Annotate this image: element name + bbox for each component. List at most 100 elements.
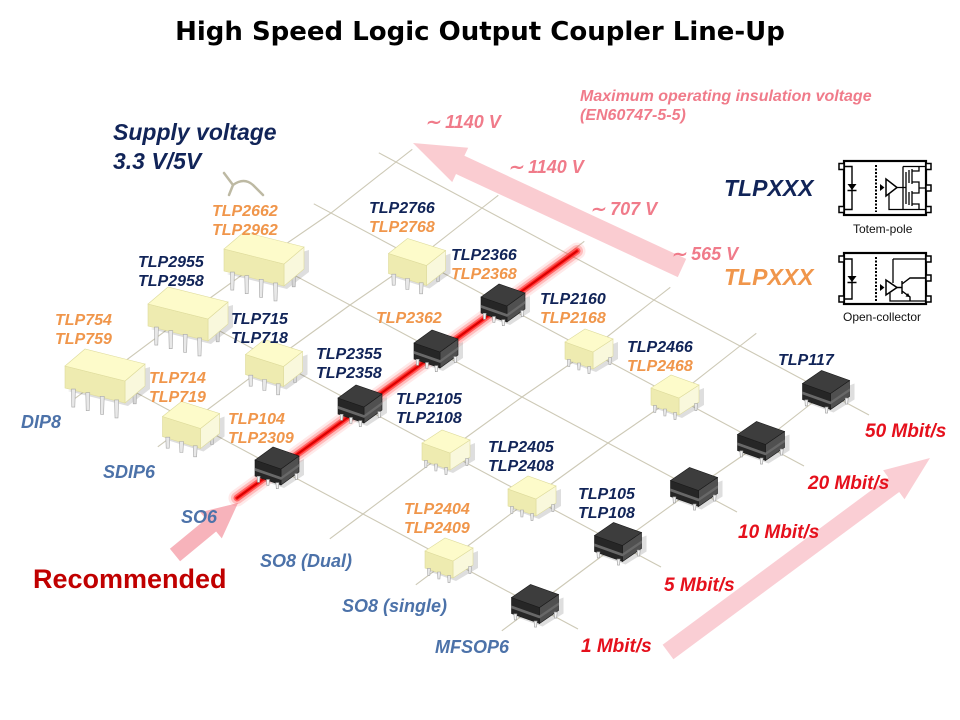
chip-top-face bbox=[669, 467, 719, 491]
chip-mold-line bbox=[594, 540, 642, 557]
chip-lead bbox=[567, 359, 571, 367]
chip-lead bbox=[266, 479, 270, 486]
chip-mold-line bbox=[802, 388, 850, 405]
chip-lead bbox=[85, 392, 91, 412]
chip-top-face bbox=[424, 537, 474, 562]
chip-lead bbox=[636, 549, 641, 557]
recommended-label: Recommended bbox=[33, 564, 227, 594]
part-label-so6-1mbps: TLP104 TLP2309 bbox=[228, 411, 294, 448]
part-label-sdip6-1mbps: TLP714 TLP719 bbox=[149, 370, 206, 407]
chip-tlp2662 bbox=[223, 231, 309, 302]
speed-label-20mbps: 20 Mbit/s bbox=[808, 473, 890, 494]
chip-layer bbox=[64, 231, 855, 628]
package-label-so6: SO6 bbox=[181, 507, 218, 527]
chip-lead bbox=[587, 366, 591, 374]
chip-lead bbox=[275, 482, 280, 490]
part-number: TLP2962 bbox=[212, 221, 278, 239]
chip-top-face bbox=[254, 446, 300, 470]
chip-lead bbox=[551, 504, 555, 512]
chip-tlp105 bbox=[593, 522, 647, 566]
chip-lead bbox=[154, 326, 159, 346]
chip-lead bbox=[453, 356, 458, 363]
insulation-level: ∼ 1140 V bbox=[508, 157, 584, 177]
speed-gridline bbox=[246, 249, 738, 513]
speed-label-1mbps: 1 Mbit/s bbox=[581, 636, 652, 657]
speed-label-5mbps: 5 Mbit/s bbox=[664, 575, 735, 596]
chip-mold-line bbox=[737, 439, 785, 456]
chip-lead bbox=[804, 399, 809, 407]
chip-lead bbox=[434, 365, 439, 373]
chip-lead bbox=[114, 399, 119, 419]
transistor-icon bbox=[897, 277, 926, 301]
chip-mfsop6-1-mbit-s bbox=[510, 584, 564, 628]
legend-open-collector-label: TLPXXX bbox=[724, 264, 814, 290]
led-diode-icon bbox=[847, 184, 857, 190]
chip-lead bbox=[447, 575, 451, 583]
chip-mold-line bbox=[670, 485, 718, 502]
chip-lead bbox=[533, 620, 538, 628]
chip-top-face bbox=[421, 429, 471, 454]
chip-top-face bbox=[64, 348, 146, 382]
chip-lead bbox=[275, 383, 281, 396]
part-label-sdip6-20mbps: TLP2766 TLP2768 bbox=[369, 200, 435, 237]
part-number: TLP104 bbox=[228, 411, 285, 428]
chip-top-face bbox=[387, 238, 447, 266]
chip-top-face bbox=[413, 329, 459, 353]
part-number: TLP117 bbox=[778, 352, 834, 369]
chip-lead bbox=[596, 551, 601, 559]
pin bbox=[925, 295, 932, 303]
chip-top-face bbox=[593, 522, 643, 546]
emitter-arrow bbox=[905, 293, 910, 297]
part-number: TLP2468 bbox=[627, 357, 693, 375]
part-number: TLP2160 bbox=[540, 291, 606, 308]
chip-tlp2404 bbox=[424, 537, 478, 583]
chip-top-face bbox=[510, 584, 560, 608]
part-number: TLP2309 bbox=[228, 429, 294, 447]
part-number: TLP2366 bbox=[451, 247, 517, 264]
pin bbox=[838, 295, 845, 303]
part-label-dip8-5mbps: TLP2955 TLP2958 bbox=[138, 254, 204, 291]
chip-lead bbox=[179, 441, 184, 453]
chip-lead bbox=[520, 310, 525, 317]
chip-mold-line bbox=[338, 402, 382, 418]
chip-lead bbox=[391, 273, 397, 286]
part-number: TLP2105 bbox=[396, 391, 462, 408]
chip-lead bbox=[520, 509, 524, 518]
chip-lead bbox=[258, 278, 264, 298]
package-label-so8-dual: SO8 (Dual) bbox=[260, 551, 353, 571]
part-number: TLP715 bbox=[231, 311, 288, 328]
chip-lead bbox=[71, 388, 76, 408]
speed-gridline bbox=[313, 203, 805, 467]
chip-lead bbox=[663, 408, 667, 417]
chip-lead bbox=[553, 611, 558, 619]
chip-tlp2160 bbox=[564, 328, 618, 374]
chip-lead bbox=[377, 411, 382, 418]
chip-lead bbox=[425, 362, 429, 369]
photodiode-icon bbox=[880, 184, 885, 191]
part-number: TLP2766 bbox=[369, 200, 435, 217]
chip-lead bbox=[673, 412, 677, 420]
buffer-icon bbox=[885, 177, 899, 198]
speed-label-50mbps: 50 Mbit/s bbox=[865, 421, 947, 442]
chip-lead bbox=[712, 494, 717, 502]
legend-totem-pole-label: TLPXXX bbox=[724, 175, 814, 201]
part-number: TLP2168 bbox=[540, 309, 606, 327]
part-number: TLP108 bbox=[578, 504, 635, 522]
arrow-layer bbox=[169, 143, 930, 660]
chip-top-face bbox=[244, 339, 304, 367]
part-number: TLP2662 bbox=[212, 203, 278, 220]
pin bbox=[925, 162, 932, 171]
part-number: TLP2355 bbox=[316, 346, 382, 363]
mosfet-gates bbox=[905, 170, 910, 205]
buffer-icon bbox=[885, 278, 899, 297]
chip-lead bbox=[616, 558, 621, 566]
chip-lead bbox=[192, 445, 198, 458]
chip-lead bbox=[501, 319, 506, 327]
chip-top-face bbox=[223, 231, 305, 265]
pin bbox=[925, 205, 932, 214]
insulation-level: ∼ 565 V bbox=[671, 244, 739, 264]
chip-tlp2366 bbox=[480, 283, 530, 327]
part-label-so8-single-1mbps: TLP2404 TLP2409 bbox=[404, 501, 470, 538]
chip-tlp104 bbox=[254, 446, 304, 490]
part-number: TLP2368 bbox=[451, 265, 517, 283]
